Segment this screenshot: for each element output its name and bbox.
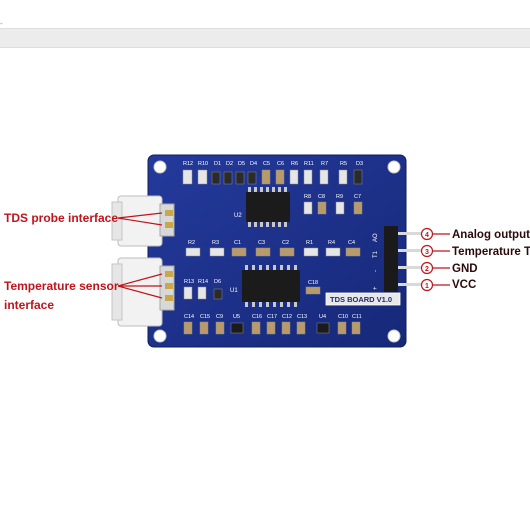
silk-c13: C13 — [297, 314, 307, 320]
silk-r4: R4 — [328, 240, 335, 246]
board-name-box — [325, 292, 401, 306]
silk-c2: C2 — [282, 240, 289, 246]
silk-c9: C9 — [216, 314, 223, 320]
silk-r8: R8 — [304, 194, 311, 200]
mount-hole-bl — [153, 329, 167, 343]
silk-c17: C17 — [267, 314, 277, 320]
silk-t1: T1 — [373, 250, 379, 258]
silk-plus: + — [373, 286, 379, 290]
callout-lines-left — [117, 212, 163, 299]
silk-r13: R13 — [184, 279, 194, 285]
chip-u1 — [242, 265, 300, 307]
silk-r10: R10 — [198, 161, 208, 167]
silk-r7: R7 — [321, 161, 328, 167]
silk-r6: R6 — [291, 161, 298, 167]
temperature-t-label: Temperature T — [452, 246, 530, 258]
silk-c18: C18 — [308, 280, 318, 286]
silk-mid-row: R2 R3 C1 C3 C2 R1 R4 C4 — [188, 240, 355, 246]
silk-c4: C4 — [348, 240, 355, 246]
silk-left-row: R13 R14 D6 — [184, 279, 221, 285]
board-name: TDS BOARD V1.0 — [330, 295, 392, 304]
silk-header-pins: AO T1 - + — [373, 233, 379, 290]
silk-r11: R11 — [304, 161, 314, 167]
top-toolbar-strip — [0, 28, 530, 48]
silk-c6: C6 — [277, 161, 284, 167]
silk-ao: AO — [373, 233, 379, 242]
silk-c16: C16 — [252, 314, 262, 320]
pin-num-vcc: 1 — [425, 283, 429, 290]
left-row-components — [183, 286, 223, 300]
callout-lines-right — [422, 233, 450, 286]
gnd-label: GND — [452, 263, 478, 275]
c18-component — [305, 286, 321, 295]
pin-num-ao: 4 — [425, 232, 429, 239]
silk-c10: C10 — [338, 314, 348, 320]
silk-d5: D5 — [238, 161, 245, 167]
top-row-components — [182, 169, 363, 185]
silk-u5: U5 — [233, 314, 240, 320]
mid-row-components — [185, 247, 361, 257]
header-pins — [384, 226, 422, 292]
temperature-sensor-label-line2: interface — [4, 298, 55, 312]
silk-minus: - — [373, 270, 379, 272]
corner-mark: - — [0, 19, 3, 28]
silk-u2: U2 — [234, 213, 242, 219]
vcc-label: VCC — [452, 279, 477, 291]
silk-c7: C7 — [354, 194, 361, 200]
tds-probe-interface-label: TDS probe interface — [4, 211, 119, 225]
silk-r12: R12 — [183, 161, 193, 167]
silk-d2: D2 — [226, 161, 233, 167]
mount-hole-tr — [387, 160, 401, 174]
silk-d4: D4 — [250, 161, 257, 167]
silk-c15: C15 — [200, 314, 210, 320]
silk-c12: C12 — [282, 314, 292, 320]
pin-num-t: 3 — [425, 249, 429, 256]
silk-r14: R14 — [198, 279, 208, 285]
silk-c11: C11 — [352, 314, 362, 320]
pin-num-gnd: 2 — [425, 266, 429, 273]
bottom-row-components — [183, 321, 361, 335]
temperature-sensor-label: Temperature sensor — [4, 279, 119, 293]
r8-row-components — [303, 201, 363, 215]
silk-d6: D6 — [214, 279, 221, 285]
silk-r3: R3 — [212, 240, 219, 246]
silk-c5: C5 — [263, 161, 270, 167]
silk-bottom-row: C14 C15 C9 U5 C16 C17 C12 C13 U4 C10 C11 — [184, 314, 362, 320]
silk-top-row: R12 R10 D1 D2 D5 D4 C5 C6 R6 R11 R7 R5 D… — [183, 161, 363, 167]
pin-number-circles: 4 3 2 1 — [420, 227, 434, 292]
silk-d3: D3 — [356, 161, 363, 167]
silk-c8: C8 — [318, 194, 325, 200]
chip-u2 — [246, 187, 290, 227]
analog-output-label: Analog output — [452, 229, 530, 241]
silk-r1: R1 — [306, 240, 313, 246]
silk-r8-row: R8 C8 R9 C7 — [304, 194, 361, 200]
mount-hole-br — [387, 329, 401, 343]
silk-c14: C14 — [184, 314, 194, 320]
silk-r9: R9 — [336, 194, 343, 200]
silk-r5: R5 — [340, 161, 347, 167]
silk-u4: U4 — [319, 314, 326, 320]
silk-d1: D1 — [214, 161, 221, 167]
silk-r2: R2 — [188, 240, 195, 246]
silk-c1: C1 — [234, 240, 241, 246]
mount-hole-tl — [153, 160, 167, 174]
silk-c3: C3 — [258, 240, 265, 246]
silk-u1: U1 — [230, 288, 238, 294]
